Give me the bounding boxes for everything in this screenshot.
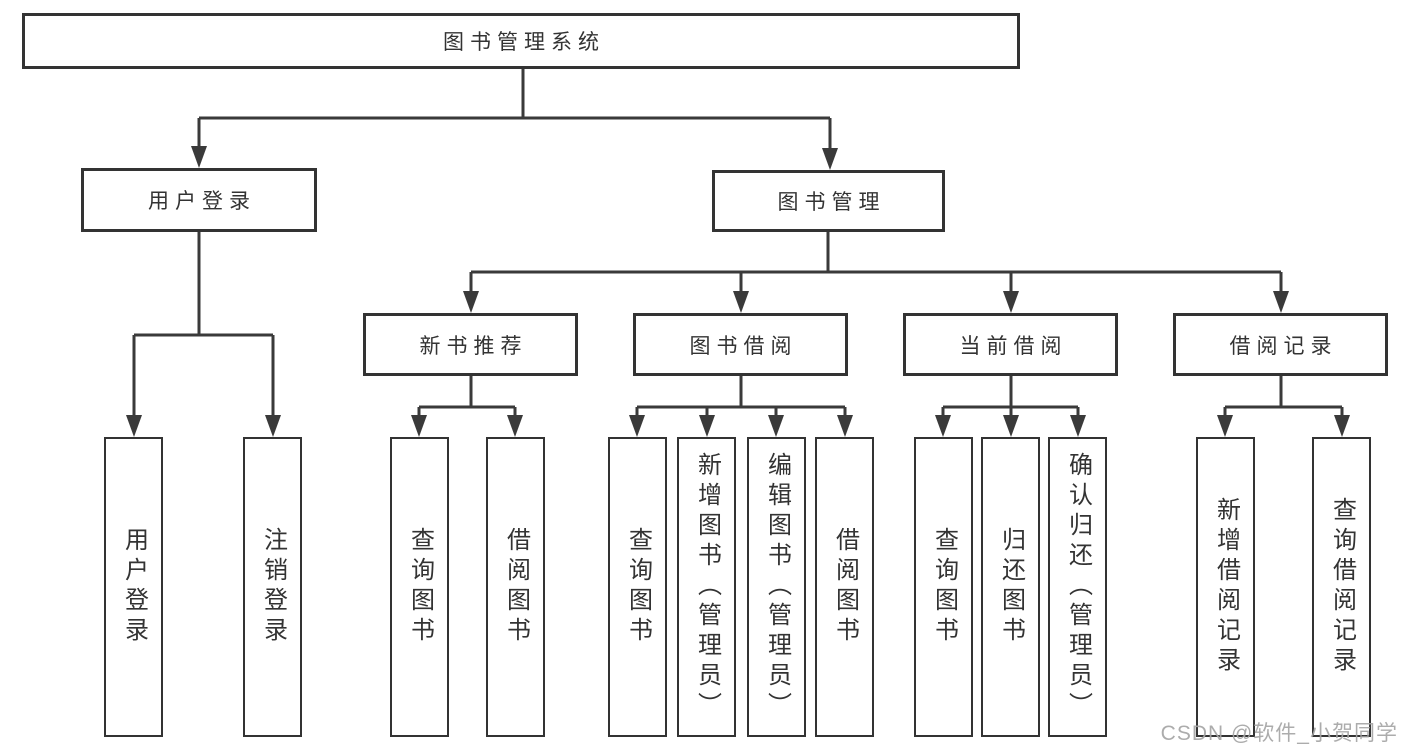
node-label: 查询图书 <box>930 527 958 647</box>
node-new-book-recommend: 新书推荐 <box>363 313 578 376</box>
node-label: 新书推荐 <box>419 334 528 358</box>
node-label: 当前借阅 <box>959 334 1068 358</box>
node-leaf-return-books: 归还图书 <box>981 437 1040 737</box>
node-leaf-query-books-3: 查询图书 <box>914 437 973 737</box>
node-leaf-logout: 注销登录 <box>243 437 302 737</box>
node-label: 借阅图书 <box>502 527 530 647</box>
node-label: 归还图书 <box>997 527 1025 647</box>
node-label: 用户登录 <box>148 190 256 213</box>
node-leaf-add-books-admin: 新增图书（管理员） <box>677 437 736 737</box>
node-label: 新增图书（管理员） <box>693 452 721 722</box>
node-leaf-user-login: 用户登录 <box>104 437 163 737</box>
node-leaf-query-books: 查询图书 <box>390 437 449 737</box>
node-label: 新增借阅记录 <box>1212 497 1240 677</box>
node-leaf-borrow-books: 借阅图书 <box>486 437 545 737</box>
node-library-management-system: 图书管理系统 <box>22 13 1020 69</box>
node-label: 确认归还（管理员） <box>1064 452 1092 722</box>
node-label: 编辑图书（管理员） <box>763 452 791 722</box>
node-book-borrow: 图书借阅 <box>633 313 848 376</box>
node-label: 图书借阅 <box>689 334 798 358</box>
node-label: 图书管理 <box>777 191 886 214</box>
node-leaf-borrow-books-2: 借阅图书 <box>815 437 874 737</box>
node-borrow-records: 借阅记录 <box>1173 313 1388 376</box>
csdn-watermark: CSDN @软件_小贺同学 <box>1160 722 1398 745</box>
node-current-borrow: 当前借阅 <box>903 313 1118 376</box>
node-leaf-confirm-return-admin: 确认归还（管理员） <box>1048 437 1107 737</box>
node-label: 查询图书 <box>406 527 434 647</box>
node-leaf-query-books-2: 查询图书 <box>608 437 667 737</box>
node-user-login-branch: 用户登录 <box>81 168 317 232</box>
node-leaf-edit-books-admin: 编辑图书（管理员） <box>747 437 806 737</box>
node-label: 借阅图书 <box>831 527 859 647</box>
node-label: 查询借阅记录 <box>1328 497 1356 677</box>
node-leaf-query-borrow-record: 查询借阅记录 <box>1312 437 1371 737</box>
node-label: 注销登录 <box>259 527 287 647</box>
node-label: 用户登录 <box>120 527 148 647</box>
node-label: 查询图书 <box>624 527 652 647</box>
arrowheads <box>126 146 1350 437</box>
node-leaf-add-borrow-record: 新增借阅记录 <box>1196 437 1255 737</box>
node-book-management-branch: 图书管理 <box>712 170 945 232</box>
node-label: 借阅记录 <box>1229 334 1338 358</box>
node-label: 图书管理系统 <box>443 31 605 54</box>
